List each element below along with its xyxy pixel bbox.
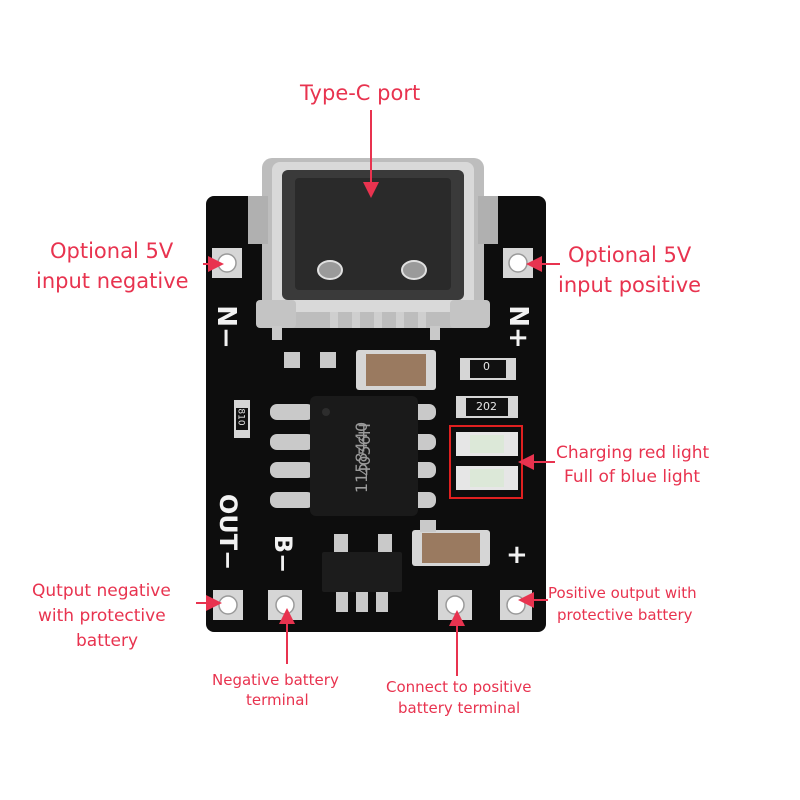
label-in-negative-line1: Optional 5V xyxy=(50,239,174,263)
resistor-810 xyxy=(234,400,250,438)
label-in-positive-line1: Optional 5V xyxy=(568,243,692,267)
resistor-r0-marking: 0 xyxy=(483,360,490,373)
pad-battery-negative xyxy=(268,590,302,620)
chip-marking-line2: 1158440 xyxy=(352,421,372,494)
silk-b-minus: B− xyxy=(269,534,298,574)
label-in-negative-line2: input negative xyxy=(36,269,189,293)
label-out-negative-line1: Qutput negative xyxy=(32,581,171,601)
label-out-positive-line2: protective battery xyxy=(557,606,693,624)
label-typec-port: Type-C port xyxy=(300,81,421,105)
label-battery-negative-line1: Negative battery xyxy=(212,671,339,689)
label-out-positive-line1: Positive output with xyxy=(548,584,697,602)
resistor-202 xyxy=(456,396,518,418)
pad-input-positive xyxy=(503,248,533,278)
capacitor-top xyxy=(356,350,436,390)
label-out-negative-line2: with protective xyxy=(38,606,166,626)
pad-out-positive xyxy=(500,590,532,620)
resistor-810-marking: 810 xyxy=(235,408,246,426)
mosfet-sot23 xyxy=(322,534,402,612)
label-in-positive-line2: input positive xyxy=(558,273,702,297)
resistor-r0 xyxy=(460,358,516,380)
silk-n-minus: N− xyxy=(210,305,241,349)
pad-battery-positive xyxy=(438,590,472,620)
capacitor-bottom xyxy=(412,530,490,566)
silk-out-minus: OUT− xyxy=(214,493,243,571)
label-battery-positive-line2: battery terminal xyxy=(398,699,521,717)
type-c-connector xyxy=(248,158,498,328)
resistor-202-marking: 202 xyxy=(476,400,497,413)
led-charging xyxy=(456,432,518,456)
label-charging-red: Charging red light xyxy=(556,443,710,463)
silk-n-plus: N+ xyxy=(502,305,533,349)
ic-chip-4056h xyxy=(270,396,436,516)
led-full xyxy=(456,466,518,490)
pad-out-negative xyxy=(213,590,243,620)
label-out-negative-line3: battery xyxy=(76,631,139,651)
silk-plus: + xyxy=(506,540,528,570)
label-battery-positive-line1: Connect to positive xyxy=(386,678,532,696)
label-battery-negative-line2: terminal xyxy=(246,691,309,709)
label-full-blue: Full of blue light xyxy=(564,467,701,487)
